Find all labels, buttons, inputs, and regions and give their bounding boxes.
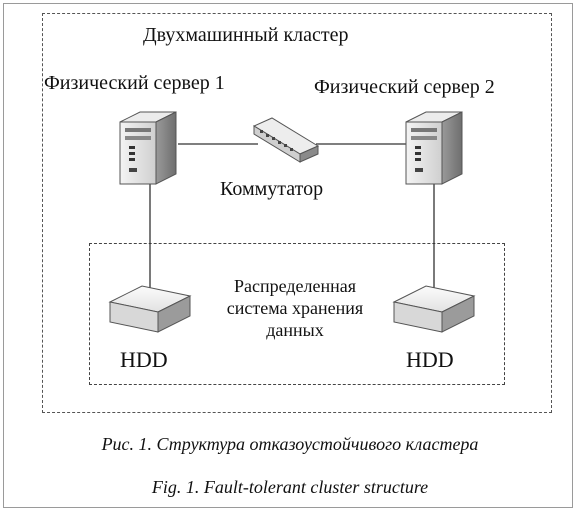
storage-label-line-2: система хранения xyxy=(226,298,364,318)
server1-label: Физический сервер 1 xyxy=(44,72,225,94)
cluster-boundary xyxy=(42,13,552,413)
cluster-title: Двухмашинный кластер xyxy=(143,24,349,46)
network-switch-icon xyxy=(252,117,320,163)
storage-label-line-1: Распределенная xyxy=(233,276,357,296)
hdd2-label: HDD xyxy=(406,347,454,372)
caption-english: Fig. 1. Fault-tolerant cluster structure xyxy=(151,477,429,497)
server-tower-icon xyxy=(119,111,177,185)
connection-lines xyxy=(149,143,435,290)
storage-label-line-3: данных xyxy=(266,320,324,340)
figure-frame xyxy=(3,3,573,508)
switch-label: Коммутатор xyxy=(220,178,324,200)
storage-label: Распределенная система хранения данных xyxy=(195,275,395,341)
server-tower-icon xyxy=(405,111,463,185)
hdd1-label: HDD xyxy=(120,347,168,372)
hard-disk-icon xyxy=(392,285,476,333)
storage-boundary xyxy=(89,243,505,385)
hard-disk-icon xyxy=(108,285,192,333)
server2-label: Физический сервер 2 xyxy=(314,76,495,98)
caption-russian: Рис. 1. Структура отказоустойчивого клас… xyxy=(101,434,479,454)
